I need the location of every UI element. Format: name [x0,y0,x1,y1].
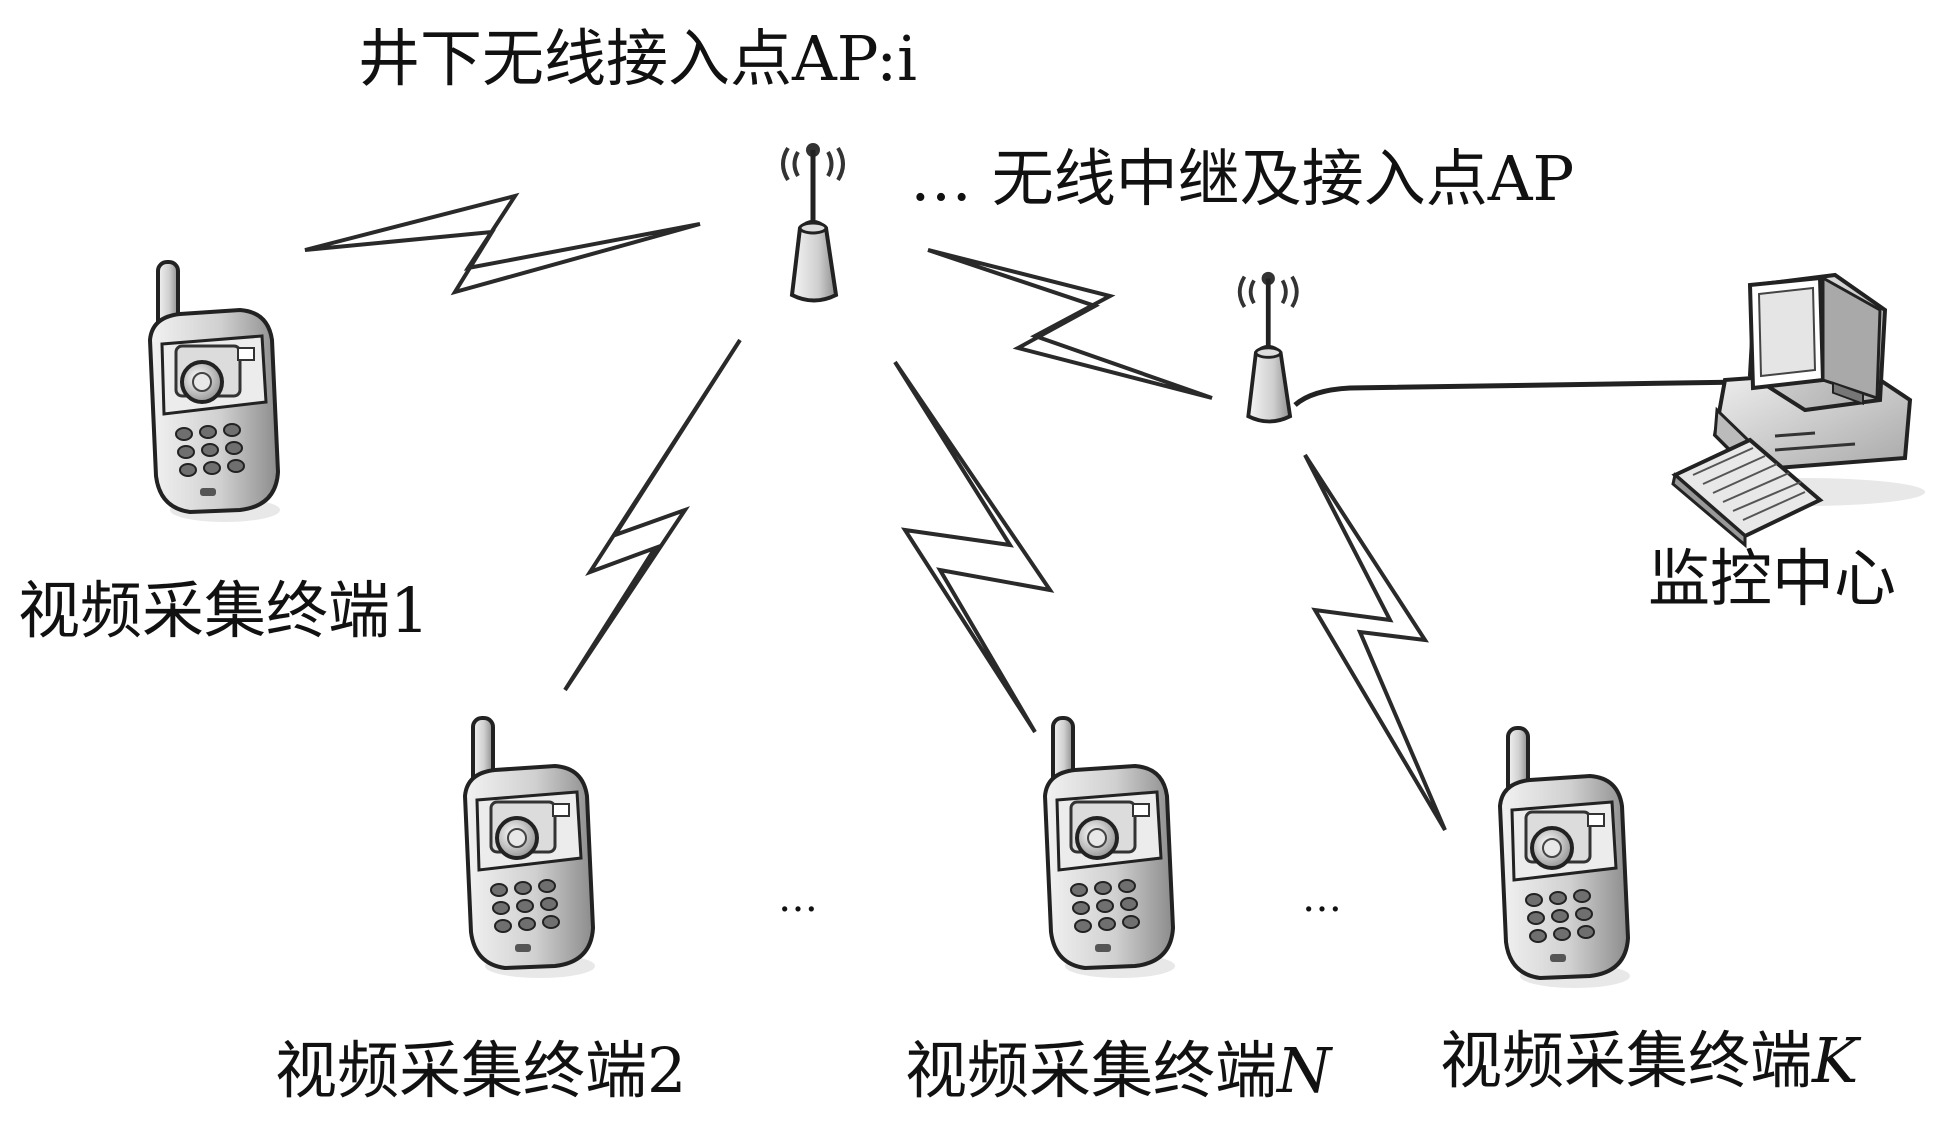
wireless-link-t1-ap [304,192,701,296]
wireless-antenna-icon [1240,272,1297,422]
desktop-computer-icon [1671,272,1925,549]
terminal-2-index: 2 [647,1034,687,1107]
video-camera-phone-icon [1043,716,1177,980]
wireless-link-t2-ap [563,338,742,692]
monitor-center-label: 监控中心 [1648,542,1897,615]
terminal-1-index: 1 [390,574,430,647]
wireless-link-relay-tk [1303,453,1447,832]
video-camera-phone-icon [148,260,282,524]
terminal-2-base: 视频采集终端 [275,1034,648,1107]
terminal-k-index: K [1812,1024,1859,1097]
relay-ap-label: 无线中继及接入点AP [991,142,1575,215]
terminal-n-base: 视频采集终端 [905,1034,1278,1107]
ellipsis-1: … [778,875,824,921]
video-camera-phone-icon [463,716,597,980]
ap-i-label: 井下无线接入点AP:i [358,22,917,95]
terminal-k-base: 视频采集终端 [1440,1024,1813,1097]
terminal-n-index: N [1277,1034,1332,1107]
terminal-k-label: 视频采集终端K [1440,1030,1858,1092]
terminal-1-label: 视频采集终端1 [18,580,429,642]
ellipsis-2: … [1302,875,1348,921]
wired-link-relay-monitor [1293,379,1746,407]
terminal-1-base: 视频采集终端 [18,574,391,647]
relay-ap-row: … 无线中继及接入点AP [910,148,1574,210]
relay-ellipsis: … [910,142,972,215]
wireless-antenna-icon [783,143,843,301]
video-camera-phone-icon [1498,726,1632,990]
terminal-2-label: 视频采集终端2 [275,1040,686,1102]
terminal-n-label: 视频采集终端N [905,1040,1331,1102]
wireless-link-tn-ap [893,360,1055,734]
wireless-link-ap-relay [927,248,1213,400]
